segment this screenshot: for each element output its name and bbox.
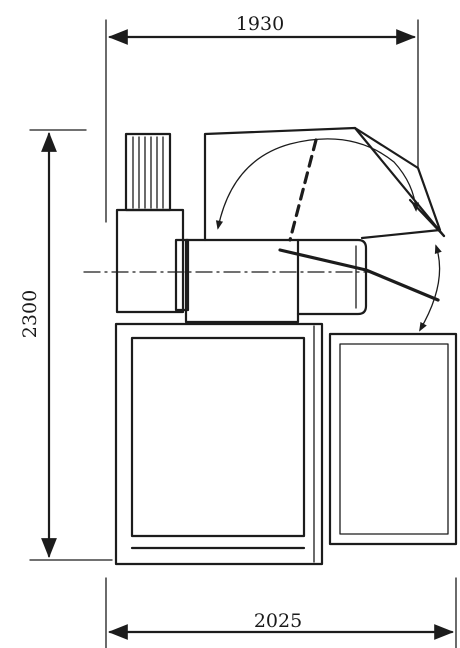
rotor-assembly	[83, 238, 373, 324]
dimension-top-width: 1930	[105, 13, 419, 223]
motor	[115, 132, 185, 314]
hood-lid	[353, 126, 446, 238]
dimension-label-top-width: 1930	[236, 13, 284, 35]
dimension-label-bottom-width: 2025	[254, 610, 302, 632]
hood-outline	[203, 126, 442, 242]
frame-outer	[114, 322, 324, 566]
discharge-lever	[278, 244, 442, 332]
dimension-height: 2300	[19, 129, 113, 561]
base-frame	[114, 322, 324, 566]
lever-upper	[278, 248, 368, 272]
hopper-hood	[203, 126, 446, 242]
dimension-bottom-width: 2025	[105, 577, 457, 648]
lever-lower	[364, 268, 440, 302]
rotor-flange	[174, 238, 190, 312]
lever-swing-arc	[419, 244, 442, 332]
rotor-cutter-housing	[296, 238, 368, 316]
gearbox	[115, 208, 185, 314]
bin-outer	[328, 332, 458, 546]
hood-swing-arc	[215, 138, 420, 230]
dimension-label-height: 2300	[19, 290, 41, 338]
frame-inner-panel	[130, 336, 306, 538]
hood-open-position	[288, 138, 318, 242]
rotor-body	[184, 238, 300, 324]
bin-inner	[339, 343, 449, 535]
collection-bin	[321, 325, 458, 561]
motor-cooling-fins	[132, 136, 164, 209]
